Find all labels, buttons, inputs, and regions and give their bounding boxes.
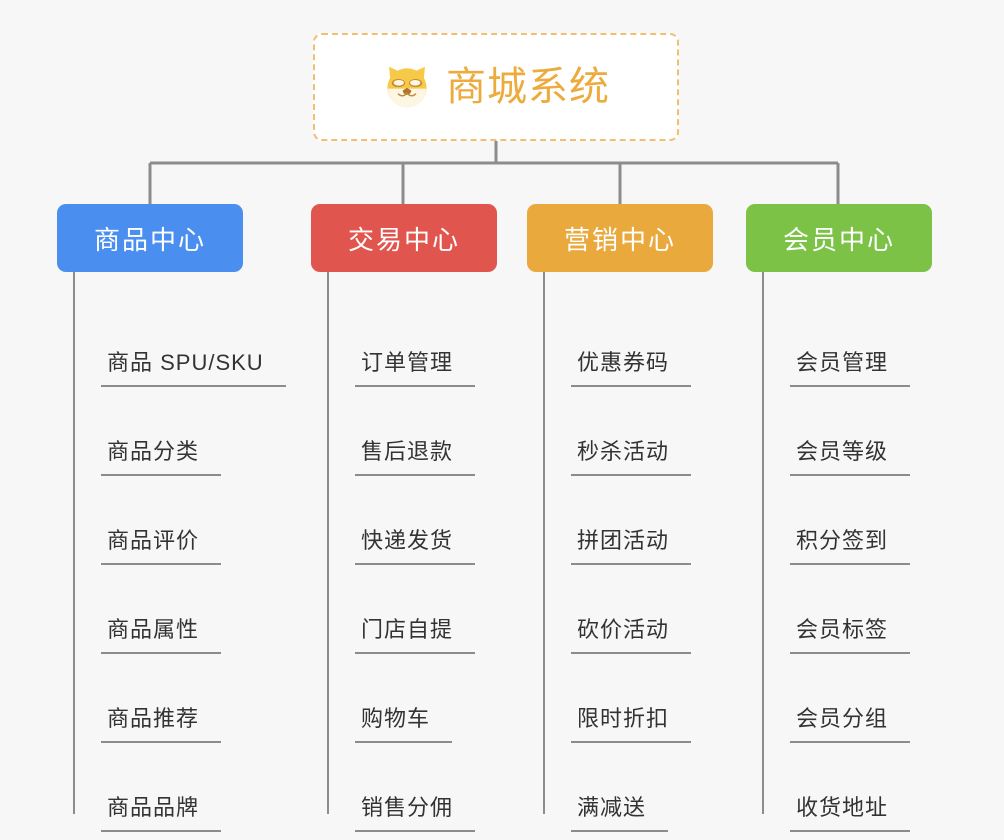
leaf-item-label: 满减送 [571, 790, 669, 832]
leaf-list: 会员管理会员等级积分签到会员标签会员分组收货地址 [762, 272, 932, 832]
category-box[interactable]: 会员中心 [746, 204, 932, 272]
leaf-item[interactable]: 订单管理 [355, 298, 497, 387]
leaf-item[interactable]: 积分签到 [790, 476, 932, 565]
leaf-item[interactable]: 秒杀活动 [571, 387, 713, 476]
leaf-item[interactable]: 商品推荐 [101, 654, 243, 743]
leaf-item-label: 会员标签 [790, 612, 911, 654]
leaf-item[interactable]: 会员等级 [790, 387, 932, 476]
leaf-item-label: 快递发货 [355, 523, 476, 565]
leaf-item-label: 砍价活动 [571, 612, 692, 654]
leaf-item[interactable]: 购物车 [355, 654, 497, 743]
leaf-item[interactable]: 商品品牌 [101, 743, 243, 832]
leaf-item[interactable]: 售后退款 [355, 387, 497, 476]
leaf-item[interactable]: 商品评价 [101, 476, 243, 565]
leaf-item[interactable]: 商品属性 [101, 565, 243, 654]
leaf-item-label: 会员等级 [790, 434, 911, 476]
category-column: 交易中心订单管理售后退款快递发货门店自提购物车销售分佣 [311, 204, 497, 832]
leaf-item[interactable]: 会员标签 [790, 565, 932, 654]
shiba-dog-face-icon [387, 66, 427, 108]
leaf-item[interactable]: 拼团活动 [571, 476, 713, 565]
leaf-item-label: 购物车 [355, 701, 453, 743]
leaf-item-label: 订单管理 [355, 345, 476, 387]
leaf-item-label: 秒杀活动 [571, 434, 692, 476]
leaf-item[interactable]: 商品 SPU/SKU [101, 298, 286, 387]
leaf-item[interactable]: 商品分类 [101, 387, 243, 476]
leaf-item-label: 商品品牌 [101, 790, 222, 832]
leaf-item-label: 售后退款 [355, 434, 476, 476]
category-box[interactable]: 交易中心 [311, 204, 497, 272]
leaf-item[interactable]: 满减送 [571, 743, 713, 832]
leaf-list: 优惠券码秒杀活动拼团活动砍价活动限时折扣满减送 [543, 272, 713, 832]
leaf-item-label: 销售分佣 [355, 790, 476, 832]
category-column: 商品中心商品 SPU/SKU 商品分类商品评价商品属性商品推荐商品品牌 [57, 204, 286, 832]
leaf-item[interactable]: 销售分佣 [355, 743, 497, 832]
leaf-item[interactable]: 优惠券码 [571, 298, 713, 387]
category-column: 营销中心优惠券码秒杀活动拼团活动砍价活动限时折扣满减送 [527, 204, 713, 832]
leaf-item[interactable]: 砍价活动 [571, 565, 713, 654]
leaf-item-label: 门店自提 [355, 612, 476, 654]
leaf-item[interactable]: 会员管理 [790, 298, 932, 387]
root-title: 商城系统 [446, 65, 610, 109]
leaf-item-label: 商品 SPU/SKU [101, 345, 286, 387]
category-column: 会员中心会员管理会员等级积分签到会员标签会员分组收货地址 [746, 204, 932, 832]
leaf-list: 订单管理售后退款快递发货门店自提购物车销售分佣 [327, 272, 497, 832]
category-box[interactable]: 营销中心 [527, 204, 713, 272]
leaf-item[interactable]: 限时折扣 [571, 654, 713, 743]
leaf-list: 商品 SPU/SKU 商品分类商品评价商品属性商品推荐商品品牌 [73, 272, 286, 832]
category-box[interactable]: 商品中心 [57, 204, 243, 272]
leaf-item-label: 限时折扣 [571, 701, 692, 743]
leaf-item[interactable]: 会员分组 [790, 654, 932, 743]
leaf-item-label: 收货地址 [790, 790, 911, 832]
leaf-item[interactable]: 收货地址 [790, 743, 932, 832]
leaf-item-label: 商品分类 [101, 434, 222, 476]
root-node[interactable]: 商城系统 [313, 33, 679, 141]
leaf-item[interactable]: 快递发货 [355, 476, 497, 565]
leaf-item-label: 积分签到 [790, 523, 911, 565]
leaf-item-label: 商品推荐 [101, 701, 222, 743]
leaf-item-label: 拼团活动 [571, 523, 692, 565]
leaf-item-label: 会员管理 [790, 345, 911, 387]
leaf-item-label: 会员分组 [790, 701, 911, 743]
leaf-item-label: 商品属性 [101, 612, 222, 654]
leaf-item-label: 优惠券码 [571, 345, 692, 387]
leaf-item-label: 商品评价 [101, 523, 222, 565]
leaf-item[interactable]: 门店自提 [355, 565, 497, 654]
